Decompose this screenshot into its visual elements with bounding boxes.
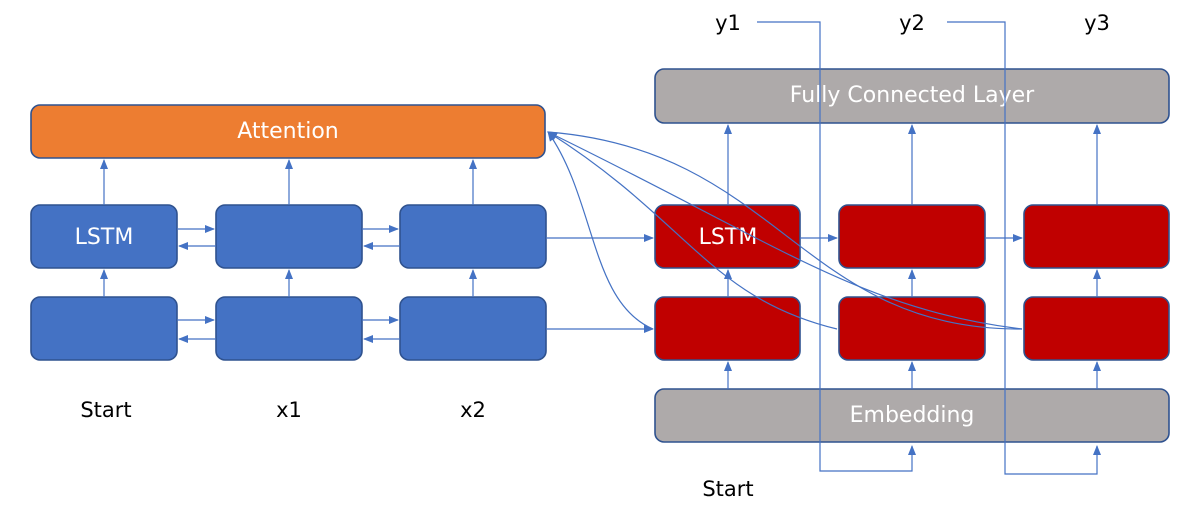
decoder-lstm-bottom-2 xyxy=(838,296,986,361)
encoder-lstm-bottom-2 xyxy=(215,296,363,361)
output-label-y3: y3 xyxy=(1084,11,1110,35)
decoder-lstm-bottom-1 xyxy=(654,296,801,361)
attention-curve-2 xyxy=(547,131,838,330)
connectors xyxy=(100,21,1101,475)
output-label-y2: y2 xyxy=(899,11,925,35)
encoder-lstm-top-3 xyxy=(399,204,547,269)
attention-layer xyxy=(30,104,546,159)
edge-y2-feedback xyxy=(947,21,1101,475)
attention-curve-3 xyxy=(547,131,1023,330)
output-label-y1: y1 xyxy=(715,11,741,35)
edge-y1-feedback xyxy=(757,21,916,472)
fully-connected-label: Fully Connected Layer xyxy=(790,83,1035,108)
encoder-lstm-label: LSTM xyxy=(75,225,134,250)
encoder-lstm-top-2 xyxy=(215,204,363,269)
encoder-input-label-2: x1 xyxy=(276,398,302,422)
attention-curve-4 xyxy=(547,131,1023,330)
decoder-start-label: Start xyxy=(702,477,753,501)
attention-curve-1 xyxy=(547,131,654,330)
encoder-lstm-bottom-1 xyxy=(30,296,178,361)
encoder-lstm-bottom-3 xyxy=(399,296,547,361)
attention-label: Attention xyxy=(237,119,339,144)
encoder-input-label-3: x2 xyxy=(460,398,486,422)
decoder-lstm-top-3 xyxy=(1023,204,1170,269)
decoder-lstm-bottom-3 xyxy=(1023,296,1170,361)
fully-connected-layer xyxy=(654,68,1170,124)
decoder-lstm-top-2 xyxy=(838,204,986,269)
encoder-input-label-1: Start xyxy=(80,398,131,422)
embedding-label: Embedding xyxy=(850,403,975,428)
decoder-lstm-label: LSTM xyxy=(699,225,758,250)
